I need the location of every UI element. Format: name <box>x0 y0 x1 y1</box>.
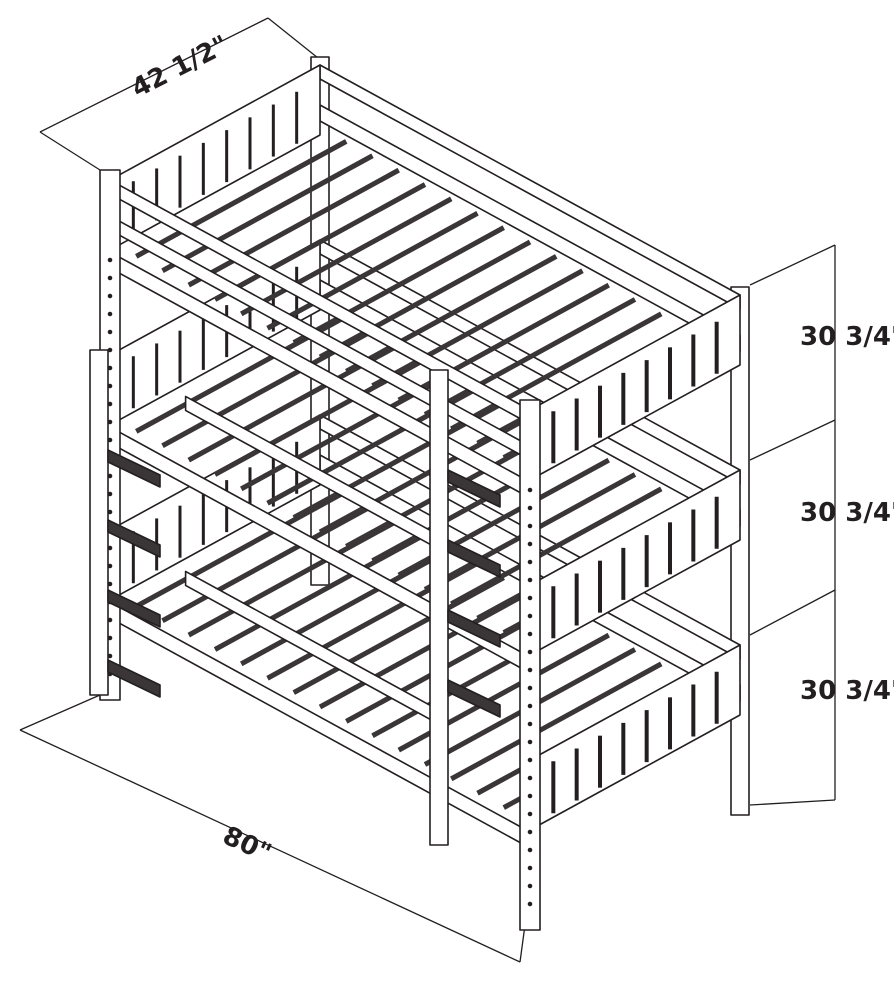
post-hole <box>527 541 533 547</box>
post-hole <box>527 631 533 637</box>
tier-2-head-panel <box>109 239 321 426</box>
post-hole <box>527 901 533 907</box>
tier-1-bed-slat <box>161 153 374 273</box>
tier-1-bed-slat <box>450 311 663 432</box>
length-dimension-line <box>19 729 521 963</box>
dimension-lines <box>19 17 836 963</box>
tier-1-bed-slat <box>345 254 558 374</box>
ladder-rung <box>107 519 161 558</box>
height-tick-bottom <box>749 799 836 806</box>
post-hole <box>527 721 533 727</box>
post-hole <box>527 685 533 691</box>
tier-height-label-top: 30 3/4" <box>800 322 894 352</box>
tier-1-bed-slat <box>266 211 479 331</box>
height-tick-2 <box>749 589 836 636</box>
post-hole <box>107 545 113 551</box>
post-hole <box>527 559 533 565</box>
post-hole <box>527 487 533 493</box>
post-hole <box>527 577 533 583</box>
post-hole <box>107 491 113 497</box>
post-hole <box>527 883 533 889</box>
tier-1-bed-slat <box>292 225 505 345</box>
post-hole <box>527 703 533 709</box>
tier-height-label-middle: 30 3/4" <box>800 498 894 528</box>
tier-1-bed-slat <box>240 196 453 317</box>
tier-2-bed-slat <box>450 486 663 607</box>
tier-3-head-panel <box>109 414 321 601</box>
tier-1-bed-slat <box>213 182 427 302</box>
post-hole <box>527 847 533 853</box>
post-hole <box>527 811 533 817</box>
post-hole <box>107 383 113 389</box>
post-hole <box>107 509 113 515</box>
post-hole <box>527 775 533 781</box>
post-hole <box>107 653 113 659</box>
post-hole <box>527 595 533 601</box>
length-extension-right <box>519 924 526 963</box>
post-hole <box>527 793 533 799</box>
post-hole <box>107 563 113 569</box>
ladder-rail-left <box>429 369 449 846</box>
post-hole <box>107 635 113 641</box>
width-extension-right <box>267 17 319 59</box>
ladder-rung <box>107 449 161 488</box>
post-hole <box>107 437 113 443</box>
tier-1-bed-slat <box>187 167 400 288</box>
post-hole <box>107 401 113 407</box>
length-extension-left <box>19 694 101 731</box>
tier-3-foot-panel <box>529 644 741 831</box>
ladder-rung <box>447 679 501 718</box>
ladder-rung <box>447 539 501 578</box>
post-hole <box>107 617 113 623</box>
post-hole <box>527 667 533 673</box>
tier-1-bed-slat <box>423 297 637 417</box>
width-extension-left <box>39 131 101 171</box>
post-hole <box>527 829 533 835</box>
post-hole <box>107 275 113 281</box>
post-hole <box>527 865 533 871</box>
tier-height-label-bottom: 30 3/4" <box>800 676 894 706</box>
post-hole <box>527 613 533 619</box>
width-dimension-line <box>39 17 269 133</box>
ladder-rung <box>107 659 161 698</box>
height-tick-top <box>749 244 836 286</box>
post-hole <box>107 311 113 317</box>
tier-1-bed-slat <box>371 268 584 388</box>
post-near-right <box>519 399 541 931</box>
post-hole <box>527 523 533 529</box>
post-hole <box>527 739 533 745</box>
post-hole <box>107 473 113 479</box>
ladder-rung <box>107 589 161 628</box>
post-hole <box>107 329 113 335</box>
post-hole <box>107 293 113 299</box>
tier-1-bed-slat <box>318 239 532 360</box>
post-hole <box>527 649 533 655</box>
ladder-rung <box>447 469 501 508</box>
post-hole <box>107 257 113 263</box>
post-hole <box>107 365 113 371</box>
post-hole <box>107 581 113 587</box>
tier-1-bed-slat <box>135 139 348 259</box>
post-hole <box>527 757 533 763</box>
ladder-rail-left <box>89 349 109 696</box>
post-hole <box>527 505 533 511</box>
post-hole <box>107 419 113 425</box>
ladder-rung <box>447 609 501 648</box>
post-hole <box>107 347 113 353</box>
tier-3-bed-slat <box>450 661 663 782</box>
height-tick-1 <box>749 419 836 461</box>
